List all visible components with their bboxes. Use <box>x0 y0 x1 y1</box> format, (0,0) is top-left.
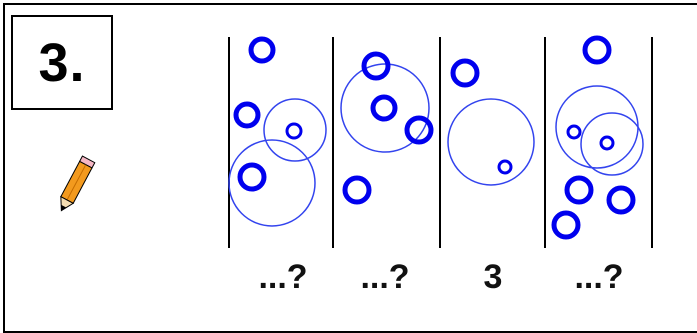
ring <box>582 35 612 65</box>
answer-column-4[interactable]: ...? <box>574 258 624 296</box>
ring <box>551 210 581 240</box>
answer-column-2[interactable]: ...? <box>360 258 410 296</box>
ring <box>248 36 276 64</box>
ring <box>342 175 372 205</box>
ring <box>564 175 594 205</box>
ring <box>237 162 267 192</box>
exercise-number: 3. <box>38 32 86 93</box>
answer-column-1[interactable]: ...? <box>258 258 308 296</box>
column-1 <box>228 36 327 227</box>
large-circle <box>580 112 644 176</box>
large-circle <box>228 139 316 227</box>
ring <box>285 122 303 140</box>
ring <box>599 135 615 151</box>
ring <box>566 124 582 140</box>
answer-column-3: 3 <box>483 258 503 296</box>
ring <box>450 58 480 88</box>
circle-columns <box>228 35 653 248</box>
ring <box>361 51 391 81</box>
ring <box>404 115 434 145</box>
ring <box>370 94 398 122</box>
large-circle <box>263 98 327 162</box>
large-circle <box>340 63 430 153</box>
large-circle <box>555 85 639 169</box>
column-3 <box>447 58 535 186</box>
ring <box>497 159 513 175</box>
ring <box>233 101 261 129</box>
column-4 <box>551 35 644 240</box>
exercise-number-box: 3. <box>11 15 113 110</box>
pencil-icon <box>60 155 96 212</box>
large-circle <box>447 98 535 186</box>
ring <box>606 185 636 215</box>
column-2 <box>340 51 434 205</box>
